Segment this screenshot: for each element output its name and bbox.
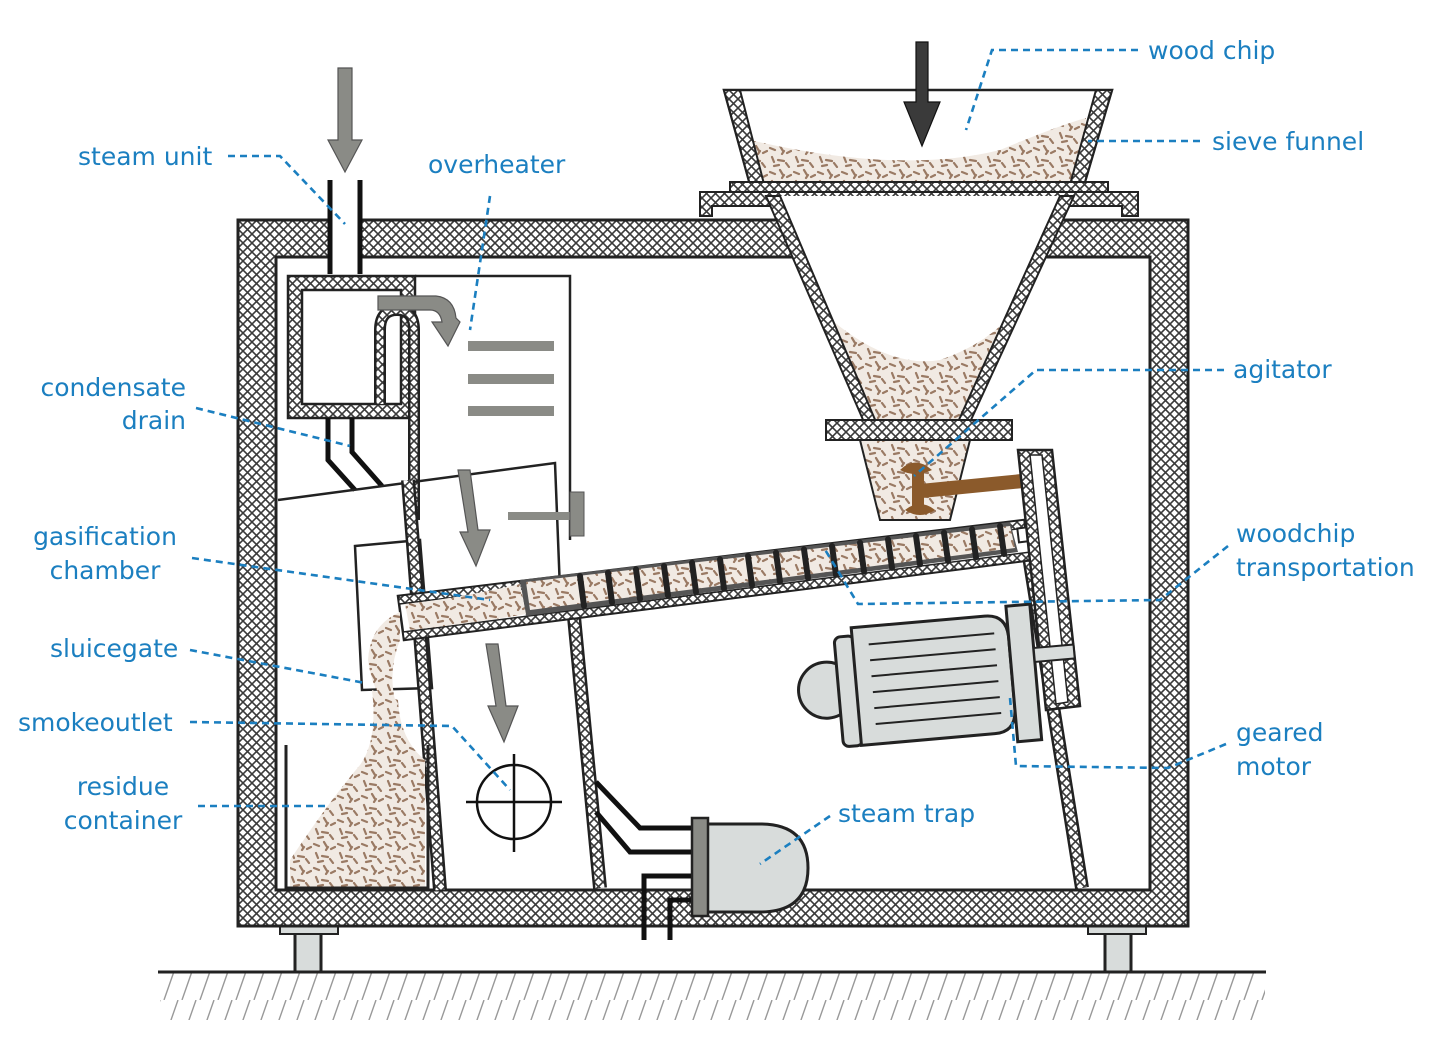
- screw-flight: [829, 543, 839, 578]
- screw-flight: [577, 573, 587, 609]
- overheater-bars: [468, 341, 554, 416]
- label-gasification-chamber-2: chamber: [49, 556, 161, 585]
- label-sluicegate: sluicegate: [50, 634, 179, 663]
- screw-flight: [661, 563, 671, 599]
- label-gasification-chamber-1: gasification: [33, 522, 177, 551]
- screw-flight: [689, 559, 699, 596]
- feet: [279, 925, 1147, 974]
- screw-flight: [605, 569, 615, 606]
- screw-flight: [717, 556, 727, 592]
- label-smokeoutlet: smokeoutlet: [18, 708, 173, 737]
- screw-flight: [857, 539, 867, 575]
- label-residue-container-2: container: [63, 806, 183, 835]
- screw-flight: [633, 566, 643, 603]
- ground: [158, 970, 1266, 1020]
- label-woodchip-transportation-1: woodchip: [1236, 519, 1356, 548]
- leader-lines: [189, 48, 1229, 866]
- screw-flight: [997, 523, 1007, 557]
- burner-nozzle: [508, 491, 585, 537]
- screw-flight: [801, 546, 811, 582]
- screw-flight: [773, 549, 783, 585]
- geared-motor: [797, 602, 1076, 748]
- label-woodchip-transportation-2: transportation: [1236, 553, 1415, 582]
- label-condensate-drain-1: condensate: [40, 373, 186, 402]
- screw-flight: [941, 529, 951, 564]
- label-steam-unit: steam unit: [78, 142, 213, 171]
- process-arrows: [327, 41, 941, 744]
- label-condensate-drain-2: drain: [121, 406, 186, 435]
- screw-flight: [745, 553, 755, 589]
- steam-inlet-pipe: [327, 180, 363, 274]
- condensate-drain-pipes: [325, 418, 384, 492]
- label-wood-chip: wood chip: [1148, 36, 1276, 65]
- label-residue-container-1: residue: [76, 772, 170, 801]
- residue-container: [284, 745, 430, 890]
- falling-chips: [290, 612, 425, 888]
- label-geared-motor-1: geared: [1236, 718, 1324, 747]
- steam-trap-body: [690, 816, 810, 918]
- agitator-arm: [900, 462, 1044, 515]
- steam-trap-pipes: [594, 780, 700, 940]
- hopper-cone: [764, 195, 1076, 521]
- label-steam-trap: steam trap: [838, 799, 976, 828]
- label-agitator: agitator: [1233, 355, 1332, 384]
- label-geared-motor-2: motor: [1236, 752, 1312, 781]
- screw-flight: [969, 526, 979, 561]
- screw-flight: [885, 536, 895, 571]
- screw-flight: [913, 533, 923, 568]
- label-sieve-funnel: sieve funnel: [1212, 127, 1365, 156]
- smoke-outlet-crosshair: [466, 754, 562, 852]
- screw-conveyor: [396, 518, 1060, 642]
- label-overheater: overheater: [428, 150, 566, 179]
